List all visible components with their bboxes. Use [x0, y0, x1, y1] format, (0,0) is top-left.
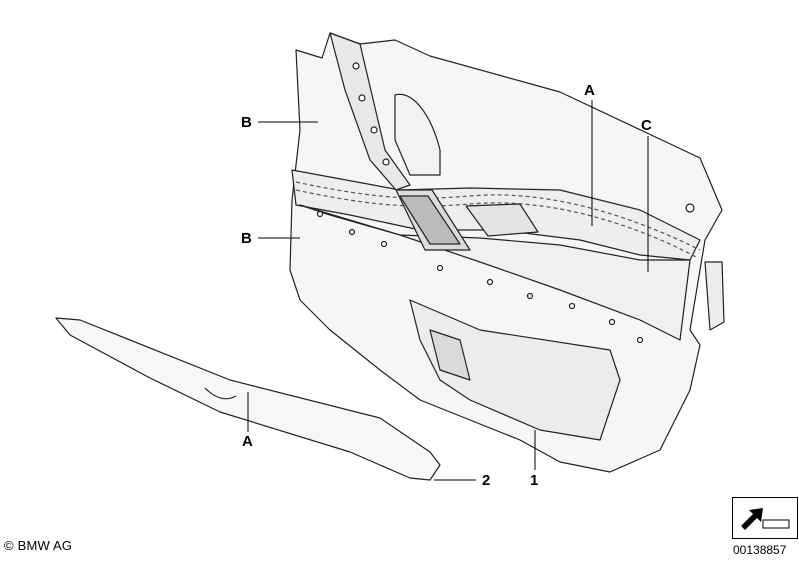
callout-number-2: 2: [482, 472, 491, 489]
door-pillar: [329, 32, 411, 191]
callout-b-mid: B: [241, 230, 252, 247]
handle-recess: [465, 203, 539, 237]
side-bracket: [704, 261, 725, 331]
door-armrest: [299, 204, 691, 341]
callout-number-1: 1: [530, 472, 539, 489]
map-pocket: [409, 299, 621, 441]
callout-c-right: C: [641, 117, 652, 134]
copyright-label: © BMW AG: [4, 538, 73, 553]
diagram-number: 00138857: [733, 543, 787, 557]
callout-b-top: B: [241, 114, 252, 131]
direction-indicator: [732, 497, 798, 539]
callout-a-right: A: [584, 82, 595, 99]
callout-a-lower: A: [242, 433, 253, 450]
direction-arrow-icon: [741, 508, 790, 530]
